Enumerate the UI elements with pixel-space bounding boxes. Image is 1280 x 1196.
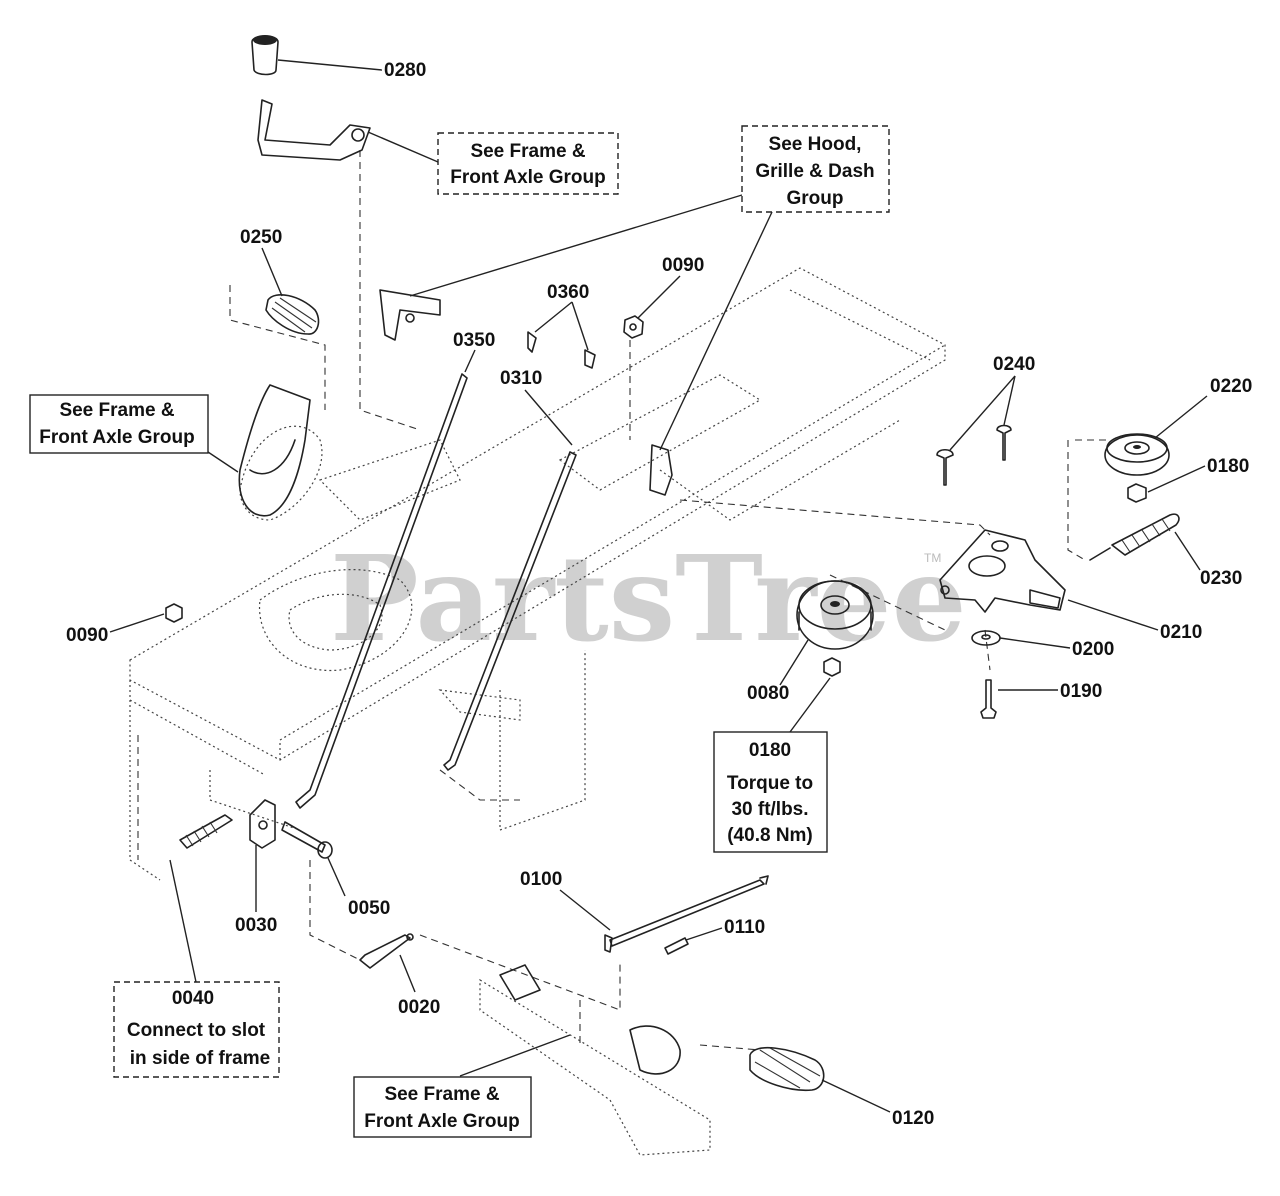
note-frame-left-line2: Front Axle Group [39, 427, 195, 448]
note-hood-line2: Grille & Dash [755, 161, 874, 182]
note-frame-bottom: See Frame & Front Axle Group [353, 1076, 532, 1138]
part-0020-rod [359, 933, 414, 969]
part-0090-nut-left [165, 603, 183, 623]
note-torque-line1: 0180 [749, 740, 791, 761]
part-0210-bracket [939, 529, 1066, 613]
pedal-arm-left [238, 384, 311, 517]
label-0100: 0100 [520, 869, 562, 890]
note-frame-bottom-line1: See Frame & [384, 1084, 499, 1105]
label-0080: 0080 [747, 683, 789, 704]
note-torque-line4: (40.8 Nm) [727, 825, 813, 846]
label-0240: 0240 [993, 354, 1035, 375]
label-0360: 0360 [547, 282, 589, 303]
note-frame-bottom-line2: Front Axle Group [364, 1111, 520, 1132]
part-0280-knob [251, 35, 371, 161]
note-frame-top-line2: Front Axle Group [450, 167, 606, 188]
tractor-frame [129, 267, 946, 881]
label-0180-right: 0180 [1207, 456, 1249, 477]
part-0080-pulley [796, 580, 874, 650]
note-frame-top-line1: See Frame & [470, 141, 585, 162]
note-hood-line1: See Hood, [769, 134, 862, 155]
note-frame-left: See Frame & Front Axle Group [29, 394, 209, 454]
label-0250: 0250 [240, 227, 282, 248]
label-0310: 0310 [500, 368, 542, 389]
note-torque: 0180 Torque to 30 ft/lbs. (40.8 Nm) [713, 731, 828, 853]
label-0090-top: 0090 [662, 255, 704, 276]
part-0050-pin [281, 821, 333, 859]
note-connect-line2: Connect to slot [127, 1020, 266, 1041]
leader-lines [109, 59, 1208, 1113]
label-0210: 0210 [1160, 622, 1202, 643]
note-hood-line3: Group [787, 188, 844, 209]
label-0020: 0020 [398, 997, 440, 1018]
part-0310-rod [443, 451, 577, 771]
bracket-hood [649, 444, 673, 496]
part-0220-pulley [1104, 433, 1170, 476]
bracket-top [379, 289, 441, 341]
part-0180-nut-right [1127, 483, 1147, 503]
label-0090-left: 0090 [66, 625, 108, 646]
part-0190-bolt [980, 679, 997, 719]
label-0120: 0120 [892, 1108, 934, 1129]
part-0030-bracket [249, 799, 276, 849]
label-0050: 0050 [348, 898, 390, 919]
note-torque-line2: Torque to [727, 773, 813, 794]
note-connect: 0040 Connect to slot in side of frame [113, 981, 280, 1078]
label-0230: 0230 [1200, 568, 1242, 589]
assembly-lines [137, 150, 1108, 1051]
part-0180-nut [823, 657, 841, 677]
part-0200-washer [971, 630, 1001, 646]
note-frame-left-line1: See Frame & [59, 400, 174, 421]
watermark: PartsTree [330, 529, 967, 668]
part-0040-spring [179, 814, 233, 849]
part-0250-pad [265, 294, 320, 335]
note-frame-top: See Frame & Front Axle Group [437, 132, 619, 195]
part-0360-bolts [527, 331, 596, 369]
label-0280: 0280 [384, 60, 426, 81]
part-0230-spring [1089, 513, 1180, 561]
part-0350-rod [295, 373, 468, 809]
label-0220: 0220 [1210, 376, 1252, 397]
part-labels: 0280 0250 0360 0090 0350 0310 0240 0220 … [66, 60, 1252, 1129]
note-connect-line1: 0040 [172, 988, 214, 1009]
label-0110: 0110 [724, 917, 765, 938]
label-0200: 0200 [1072, 639, 1114, 660]
label-0190: 0190 [1060, 681, 1102, 702]
label-0030: 0030 [235, 915, 277, 936]
part-0110-clip [664, 937, 689, 955]
part-0100-rod [604, 875, 769, 953]
note-connect-line3: in side of frame [130, 1048, 270, 1069]
label-0350: 0350 [453, 330, 495, 351]
note-hood: See Hood, Grille & Dash Group [741, 125, 890, 213]
part-0120-pad [749, 1046, 825, 1092]
part-0090-nut-top [623, 315, 644, 339]
watermark-trademark: TM [924, 551, 941, 565]
pedal-arm-lower [479, 964, 711, 1156]
note-torque-line3: 30 ft/lbs. [731, 799, 808, 820]
part-0240-bolts [936, 424, 1012, 486]
